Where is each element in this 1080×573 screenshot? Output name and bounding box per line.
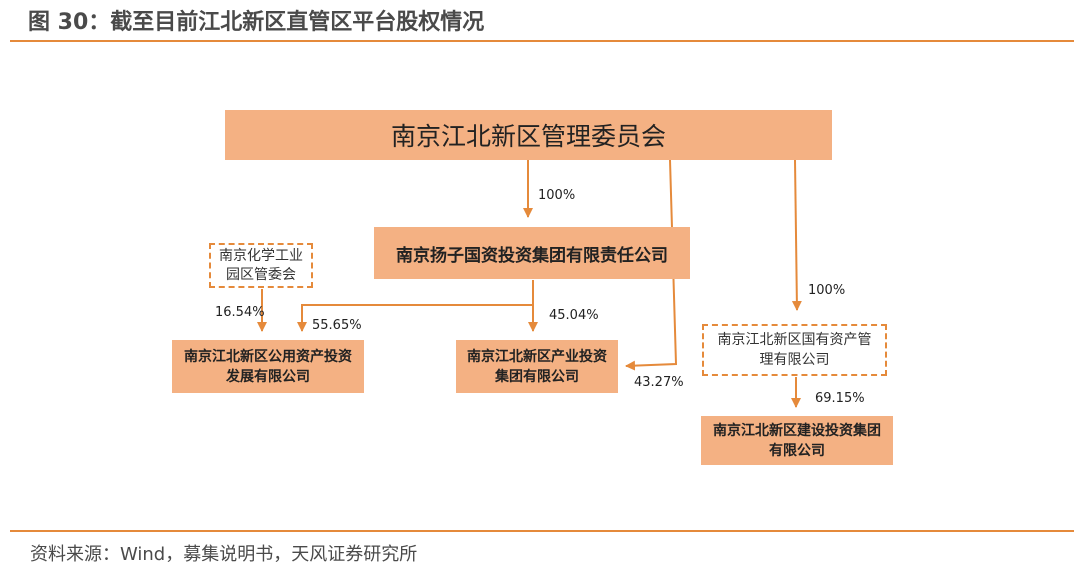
label-yangzi-public: 55.65% [312,318,362,333]
node-committee: 南京江北新区管理委员会 [225,110,832,160]
label-committee-industry: 43.27% [634,375,684,390]
label-committee-stateasset: 100% [808,283,846,298]
label-committee-yangzi: 100% [538,188,576,203]
label-yangzi-industry: 45.04% [549,308,599,323]
label-chempark-public: 16.54% [215,305,265,320]
bottom-divider [10,530,1074,532]
edge-yangzi-public [297,280,534,332]
node-industry: 南京江北新区产业投资集团有限公司 [456,340,618,393]
figure-title: 图 30：截至目前江北新区直管区平台股权情况 [28,10,485,35]
node-chem-park: 南京化学工业园区管委会 [209,243,313,288]
node-construction: 南京江北新区建设投资集团有限公司 [701,416,893,465]
label-stateasset-construction: 69.15% [815,391,865,406]
source-note: 资料来源：Wind，募集说明书，天风证券研究所 [30,544,418,565]
top-divider [10,40,1074,42]
node-public-asset: 南京江北新区公用资产投资发展有限公司 [172,340,364,393]
node-state-asset-mgmt: 南京江北新区国有资产管理有限公司 [702,324,887,376]
node-yangzi: 南京扬子国资投资集团有限责任公司 [374,227,690,279]
edge-committee-stateasset [791,159,802,311]
